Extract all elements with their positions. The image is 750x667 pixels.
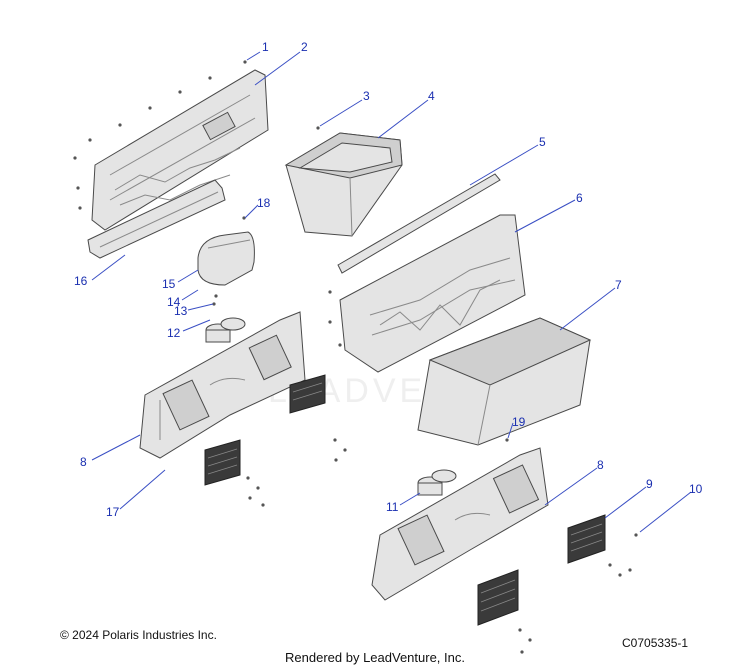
rendered-by-text: Rendered by LeadVenture, Inc. xyxy=(285,650,465,665)
part-cup-holder-left xyxy=(205,317,246,343)
part-grille-3 xyxy=(567,514,606,564)
callout-3: 3 xyxy=(363,89,370,103)
part-strip xyxy=(337,173,501,274)
callout-7: 7 xyxy=(615,278,622,292)
figure-id: C0705335-1 xyxy=(622,636,689,650)
callout-12: 12 xyxy=(167,326,181,340)
callout-10: 10 xyxy=(689,482,703,496)
part-grille-4 xyxy=(477,569,519,626)
callout-5: 5 xyxy=(539,135,546,149)
callout-4: 4 xyxy=(428,89,435,103)
callout-14: 14 xyxy=(167,295,181,309)
copyright-text: © 2024 Polaris Industries Inc. xyxy=(60,628,217,642)
fasteners xyxy=(73,60,638,654)
part-grille-1 xyxy=(204,439,241,486)
callout-16: 16 xyxy=(74,274,88,288)
leader-lines xyxy=(91,51,692,533)
callout-13: 13 xyxy=(174,304,188,318)
callout-6: 6 xyxy=(576,191,583,205)
part-cover xyxy=(197,231,255,286)
callout-1: 1 xyxy=(262,40,269,54)
callouts: 1 2 3 4 5 6 7 8 8 9 10 11 12 13 14 15 16… xyxy=(74,40,703,519)
part-bracket xyxy=(87,179,226,259)
callout-15: 15 xyxy=(162,277,176,291)
callout-9: 9 xyxy=(646,477,653,491)
callout-11: 11 xyxy=(386,500,399,514)
callout-8-left: 8 xyxy=(80,455,87,469)
callout-18: 18 xyxy=(257,196,271,210)
part-cup-holder-right xyxy=(417,469,457,496)
part-tub xyxy=(417,317,592,446)
part-liner xyxy=(339,214,526,373)
callout-2: 2 xyxy=(301,40,308,54)
part-storage-bin xyxy=(284,132,403,237)
part-side-panel-left xyxy=(139,311,306,459)
part-side-panel-right xyxy=(371,447,549,601)
callout-17: 17 xyxy=(106,505,120,519)
callout-8-right: 8 xyxy=(597,458,604,472)
callout-19: 19 xyxy=(512,415,526,429)
part-grille-2 xyxy=(289,374,326,414)
part-rear-panel xyxy=(91,69,269,231)
